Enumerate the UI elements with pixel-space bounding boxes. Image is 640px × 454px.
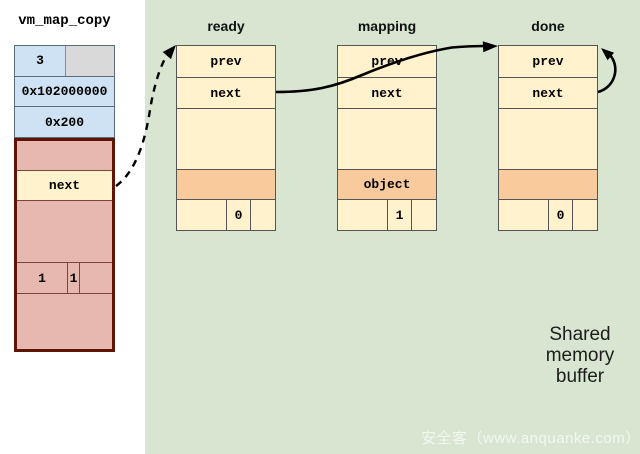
shared-label-line2: memory xyxy=(545,345,615,366)
ready-next-field: next xyxy=(177,77,275,108)
kdata-spacer-top xyxy=(17,141,112,170)
node-title-done: done xyxy=(531,18,565,34)
kdata-next-field: next xyxy=(17,170,112,201)
flag-cell-3 xyxy=(80,263,112,293)
anquanke-watermark: 安全客（www.anquanke.com） xyxy=(421,430,640,447)
padding-cell xyxy=(65,46,114,76)
done-bottom-cell-1 xyxy=(499,200,548,230)
mapping-bottom-cell-3 xyxy=(412,200,436,230)
type-cell: 3 xyxy=(15,46,65,76)
ready-bottom-cell-1 xyxy=(177,200,226,230)
mapping-object-field: object xyxy=(338,169,436,200)
ready-bottom-row: 0 xyxy=(177,200,275,230)
vm-map-copy-title: vm_map_copy xyxy=(18,13,111,29)
offset-cell: 0x102000000 xyxy=(15,76,114,107)
header-row-offset: 0x102000000 xyxy=(15,75,114,107)
ready-ref-count: 0 xyxy=(226,200,251,230)
done-prev-field: prev xyxy=(532,54,564,69)
node-done: prev next 0 xyxy=(498,45,598,231)
size-cell: 0x200 xyxy=(15,107,114,138)
node-title-ready: ready xyxy=(207,18,245,34)
kdata-flags-row: 1 1 xyxy=(17,262,112,294)
done-ref-count: 0 xyxy=(548,200,573,230)
vm-map-copy-header: 3 0x102000000 0x200 xyxy=(14,45,115,138)
kdata-spacer-bottom xyxy=(17,294,112,349)
node-title-mapping: mapping xyxy=(357,18,417,34)
shared-memory-label: Shared memory buffer xyxy=(515,324,640,387)
flag-cell-2: 1 xyxy=(67,263,80,293)
kernel-data-region: next 1 1 xyxy=(14,138,115,352)
mapping-prev-field: prev xyxy=(371,54,403,69)
mapping-bottom-row: 1 xyxy=(338,200,436,230)
kdata-spacer-mid xyxy=(17,201,112,262)
done-bottom-cell-3 xyxy=(573,200,597,230)
done-next-field: next xyxy=(499,77,597,108)
ready-spacer xyxy=(177,108,275,169)
node-mapping: prev next object 1 xyxy=(337,45,437,231)
ready-object-field xyxy=(177,169,275,200)
shared-label-line3: buffer xyxy=(555,366,605,387)
mapping-spacer xyxy=(338,108,436,169)
mapping-bottom-cell-1 xyxy=(338,200,387,230)
header-row-size: 0x200 xyxy=(15,106,114,138)
shared-label-line1: Shared xyxy=(549,324,611,345)
flag-cell-1: 1 xyxy=(38,270,46,286)
mapping-next-field: next xyxy=(338,77,436,108)
ready-prev-field: prev xyxy=(210,54,242,69)
done-bottom-row: 0 xyxy=(499,200,597,230)
node-ready: prev next 0 xyxy=(176,45,276,231)
mapping-ref-count: 1 xyxy=(387,200,412,230)
done-spacer xyxy=(499,108,597,169)
done-object-field xyxy=(499,169,597,200)
ready-bottom-cell-3 xyxy=(251,200,275,230)
header-row-type: 3 xyxy=(15,46,114,76)
